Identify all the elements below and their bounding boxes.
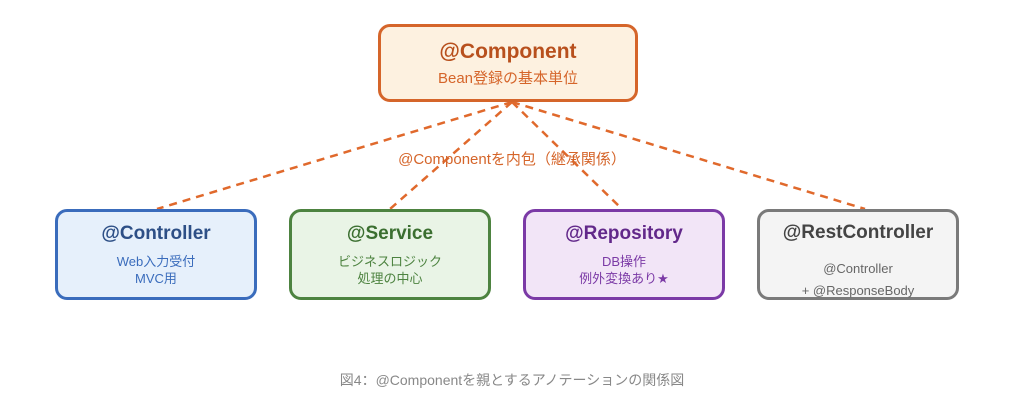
- controller-title: @Controller: [101, 222, 211, 244]
- relation-label: @Componentを内包（継承関係）: [398, 151, 626, 168]
- component-node: @Component Bean登録の基本単位: [378, 24, 638, 102]
- figure-caption: 図4：@Componentを親とするアノテーションの関係図: [339, 372, 685, 388]
- restcontroller-desc-2: + @ResponseBody: [801, 283, 915, 298]
- controller-node: @Controller Web入力受付 MVC用: [55, 209, 257, 300]
- repository-desc-2: 例外変換あり★: [579, 270, 669, 286]
- restcontroller-title: @RestController: [782, 222, 934, 243]
- service-node: @Service ビジネスロジック 処理の中心: [289, 209, 491, 300]
- component-subtitle: Bean登録の基本単位: [437, 69, 579, 87]
- connector-restcontroller: [511, 100, 866, 211]
- connector-controller: [156, 100, 513, 211]
- repository-title: @Repository: [565, 222, 683, 244]
- restcontroller-desc-1: @Controller: [823, 261, 893, 276]
- restcontroller-node: @RestController @Controller + @ResponseB…: [757, 209, 959, 300]
- controller-desc-1: Web入力受付: [116, 253, 196, 269]
- service-title: @Service: [346, 222, 434, 244]
- connector-repository: [511, 101, 623, 210]
- service-desc-2: 処理の中心: [357, 270, 423, 286]
- repository-node: @Repository DB操作 例外変換あり★: [523, 209, 725, 300]
- service-desc-1: ビジネスロジック: [337, 253, 442, 269]
- component-title: @Component: [439, 39, 577, 63]
- repository-desc-1: DB操作: [601, 253, 647, 269]
- controller-desc-2: MVC用: [135, 270, 177, 286]
